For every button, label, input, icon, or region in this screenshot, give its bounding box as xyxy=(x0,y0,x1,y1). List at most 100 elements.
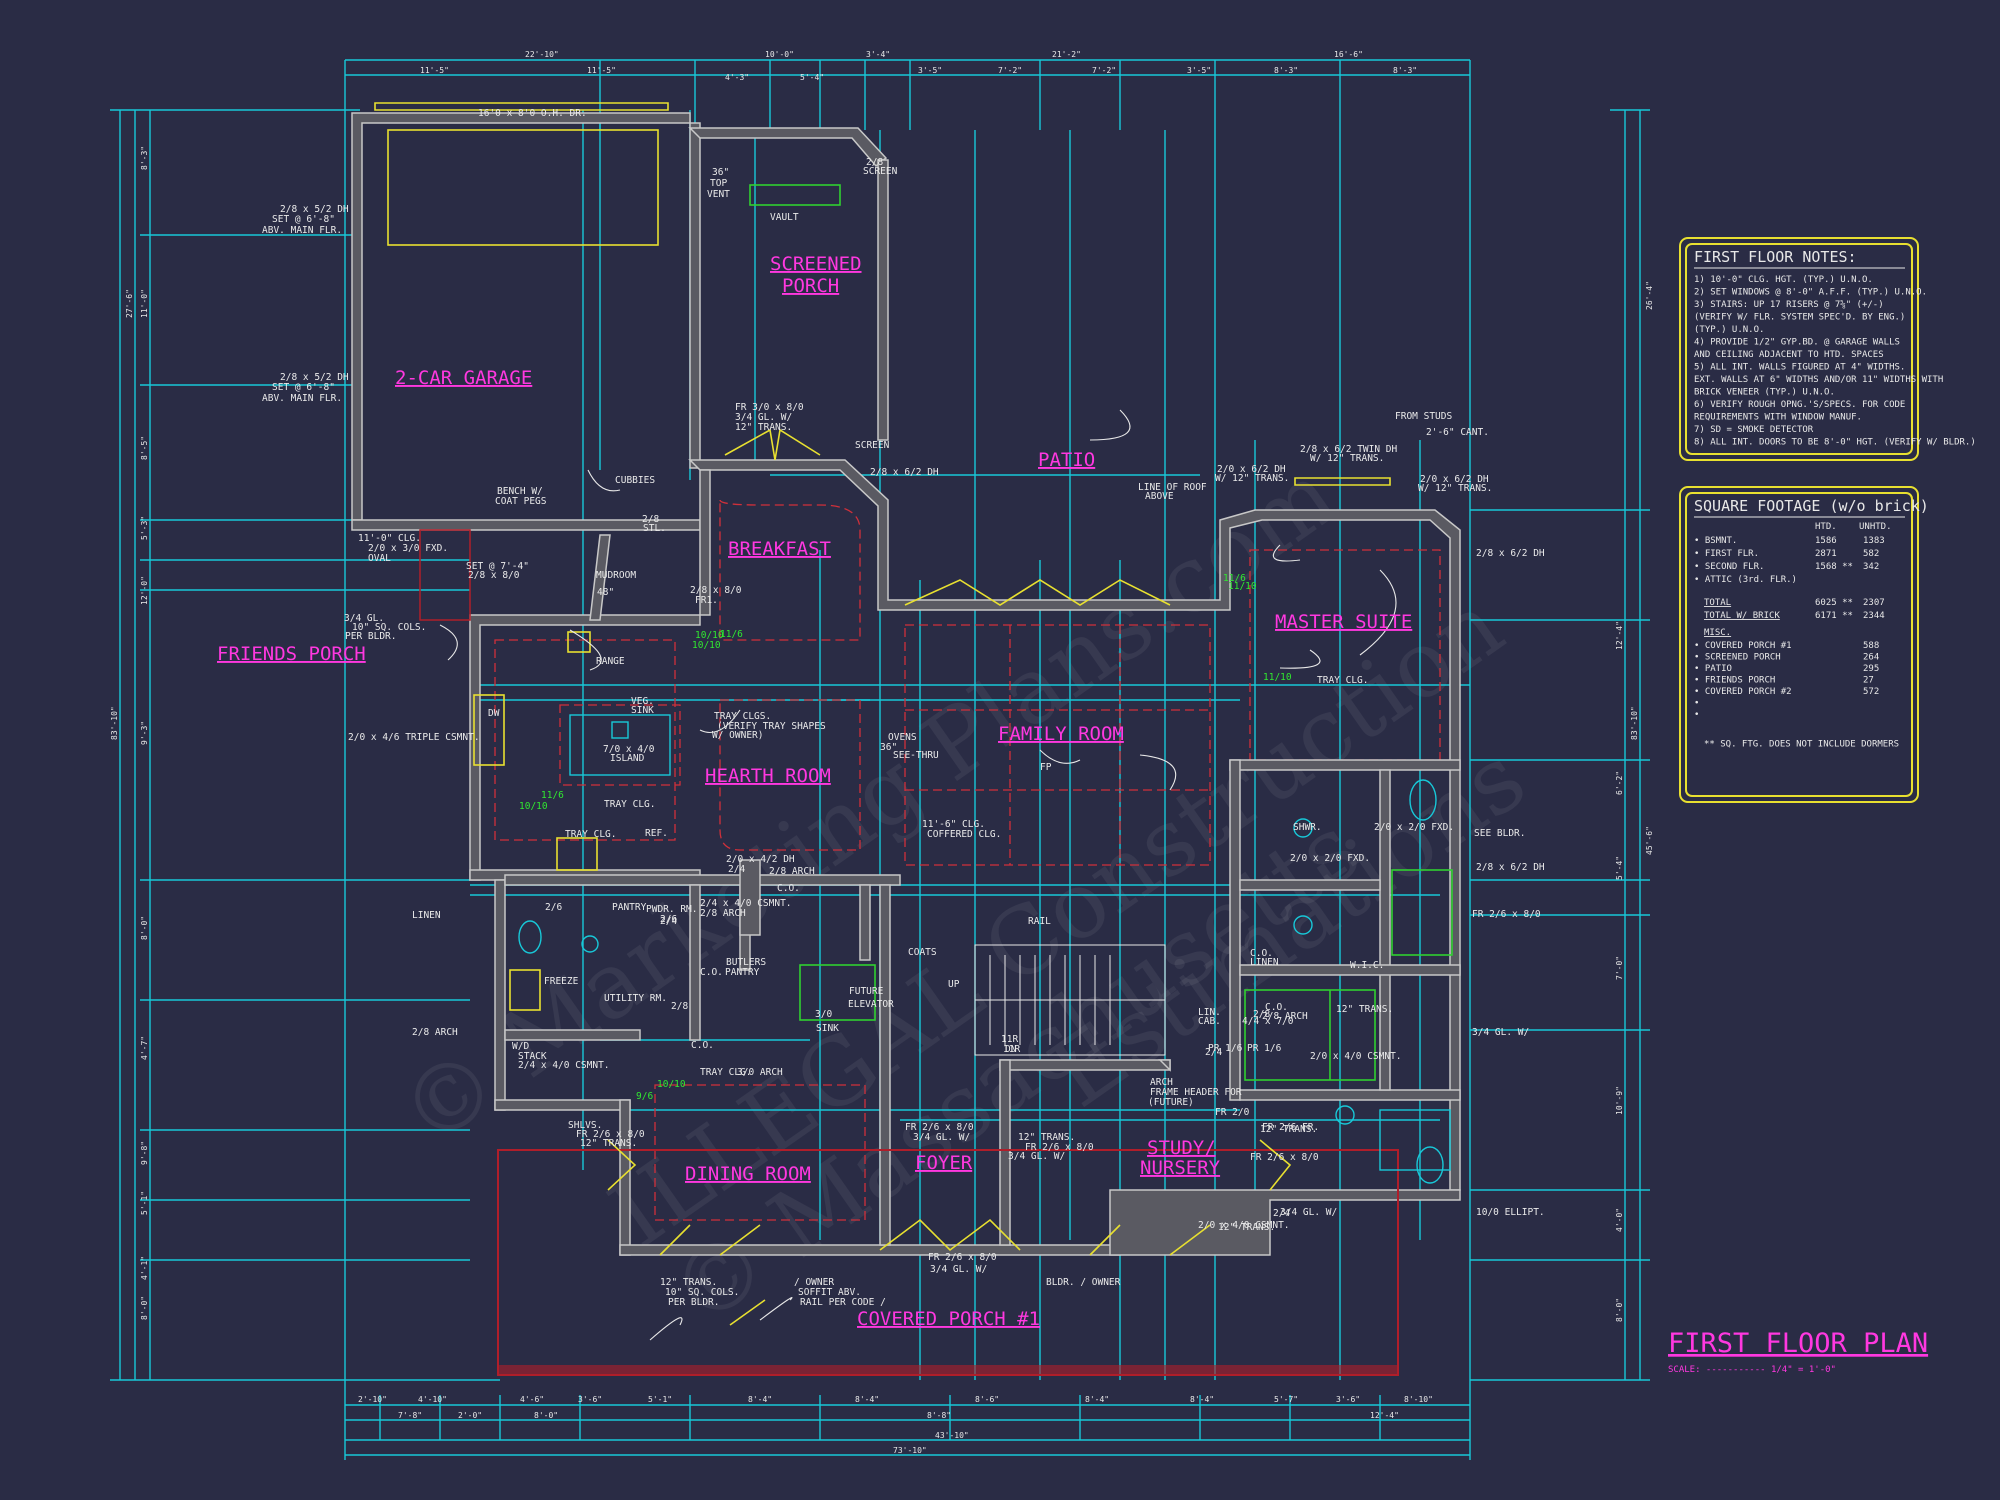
sqft-total-unhtd: 2307 xyxy=(1863,598,1885,608)
plan-note: 12" TRANS. xyxy=(735,422,792,433)
plan-note: SHLVS. xyxy=(568,1120,602,1131)
dimension-values: 22'-10"10'-0"3'-4"21'-2"16'-6"11'-5"11'-… xyxy=(110,50,1654,1455)
plan-note: PANTRY xyxy=(725,967,760,978)
plan-note: 12" TRANS. xyxy=(1260,1124,1317,1135)
plan-note: 2/4 x 4/0 CSMNT. xyxy=(518,1060,610,1071)
plan-note: BUTLERS xyxy=(726,957,766,968)
plan-note: TRAY CLG. xyxy=(1317,675,1368,686)
plan-note: BLDR. / OWNER xyxy=(1046,1277,1121,1288)
walls xyxy=(351,112,1461,1256)
doors-and-windows xyxy=(374,102,1391,1326)
sqft-misc-name: • PATIO xyxy=(1694,664,1732,674)
plan-note: 3/4 GL. W/ xyxy=(1472,1027,1529,1038)
notes-panel-item: AND CEILING ADJACENT TO HTD. SPACES xyxy=(1694,350,1884,360)
dimension-bottom: 73'-10" xyxy=(893,1446,927,1455)
dimension-left: 4'-1" xyxy=(140,1256,149,1280)
dimension-bottom: 5'-1" xyxy=(648,1395,672,1404)
plan-note: 12" TRANS. xyxy=(1018,1132,1075,1143)
plan-note: 3/4 GL. W/ xyxy=(930,1264,987,1275)
plan-note: SEE BLDR. xyxy=(1474,828,1525,839)
plan-note: 7/0 x 4/0 xyxy=(603,744,655,755)
ceiling-note: 11/6 xyxy=(1223,573,1246,584)
interior-elements xyxy=(749,184,1453,1081)
dimension-top: 11'-5" xyxy=(420,66,449,75)
plan-note: TRAY CLG. xyxy=(604,799,655,810)
room-label-patio: PATIO xyxy=(1038,449,1095,471)
room-label-foyer: FOYER xyxy=(915,1152,973,1174)
plan-note: (FUTURE) xyxy=(1148,1097,1194,1108)
sqft-total_brick: TOTAL W/ BRICK xyxy=(1704,611,1780,621)
plan-scale: SCALE: ----------- 1/4" = 1'-0" xyxy=(1668,1365,1836,1375)
plan-note: 2/8 xyxy=(642,514,659,525)
plan-note: 2/6 xyxy=(660,914,677,925)
square-footage-panel: SQUARE FOOTAGE (w/o brick) HTD. UNHTD. •… xyxy=(1679,486,1929,803)
plan-note: FR 2/6 x 8/0 xyxy=(1250,1152,1319,1163)
sqft-misc-val: 572 xyxy=(1863,687,1879,697)
ceiling-note: 10/10 xyxy=(519,801,548,812)
plan-note: ELEVATOR xyxy=(848,999,894,1010)
plan-note: 3/4 GL. W/ xyxy=(1280,1207,1337,1218)
dimension-top: 22'-10" xyxy=(525,50,559,59)
plan-note: 12" TRANS. xyxy=(580,1138,637,1149)
dimension-right: 7'-0" xyxy=(1615,956,1624,980)
dimension-top: 8'-3" xyxy=(1393,66,1417,75)
sqft-panel-title: SQUARE FOOTAGE (w/o brick) xyxy=(1694,497,1929,515)
plan-note: FR 2/6 x 8/0 xyxy=(576,1129,645,1140)
plan-note: MUDROOM xyxy=(596,570,636,581)
room-label-master-suite: MASTER SUITE xyxy=(1275,611,1412,633)
plan-note: 2/8 x 6/2 TWIN DH xyxy=(1300,444,1398,455)
dimension-left: 8'-0" xyxy=(140,1296,149,1320)
plan-note: FR 2/6 x 8/0 xyxy=(905,1122,974,1133)
plan-note: 2/6 xyxy=(545,902,562,913)
sqft-misc-title: MISC. xyxy=(1704,628,1731,638)
dimension-left: 12'-0" xyxy=(140,576,149,605)
fixtures xyxy=(518,714,1451,1184)
plan-note: C.O. xyxy=(777,883,800,894)
plan-note: 12" TRANS. xyxy=(1336,1004,1393,1015)
dimension-top: 11'-5" xyxy=(587,66,616,75)
room-label-screened: SCREENED xyxy=(770,253,862,275)
sqft-misc-val: 27 xyxy=(1863,676,1874,686)
dimension-left: 5'-3" xyxy=(140,516,149,540)
sqft-row-name: • ATTIC (3rd. FLR.) xyxy=(1694,575,1797,585)
room-labels: 2-CAR GARAGE SCREENED PORCH BREAKFAST PA… xyxy=(217,253,1412,1330)
plan-note: CAB. xyxy=(1198,1016,1221,1027)
dimension-top: 4'-3" xyxy=(725,73,749,82)
plan-note: SHWR. xyxy=(1293,822,1322,833)
plan-note: W/ 12" TRANS. xyxy=(1215,473,1289,484)
room-label-garage: 2-CAR GARAGE xyxy=(395,367,532,389)
room-label-dining-room: DINING ROOM xyxy=(685,1163,811,1185)
dimension-bottom: 43'-10" xyxy=(935,1431,969,1440)
plan-note: FR 2/6 x 8/0 xyxy=(928,1252,997,1263)
plan-note: PER BLDR. xyxy=(668,1297,719,1308)
sqft-row-htd: 2871 xyxy=(1815,549,1837,559)
plan-note: 12" TRANS. xyxy=(1218,1222,1275,1233)
ceiling-note: 11/6 xyxy=(720,629,743,640)
plan-note: SEE-THRU xyxy=(893,750,939,761)
room-label-study: STUDY/ xyxy=(1147,1137,1216,1159)
sqft-total_brick-htd: 6171 ** xyxy=(1815,611,1853,621)
dimension-right: 10'-9" xyxy=(1615,1086,1624,1115)
plan-note: ISLAND xyxy=(610,753,645,764)
plan-note: 2/8 ARCH xyxy=(412,1027,458,1038)
plan-note: 36" xyxy=(880,742,897,753)
plan-note: LINEN xyxy=(412,910,441,921)
sqft-misc-val: 295 xyxy=(1863,664,1879,674)
dimension-right: 26'-4" xyxy=(1645,281,1654,310)
porches xyxy=(419,529,1399,1376)
sqft-misc-name: • xyxy=(1694,699,1699,709)
dimension-left: 8'-5" xyxy=(140,436,149,460)
notes-panel-item: 5) ALL INT. WALLS FIGURED AT 4" WIDTHS. xyxy=(1694,363,1905,373)
plan-note: FREEZE xyxy=(544,976,579,987)
ceiling-note: 10/10 xyxy=(657,1079,686,1090)
plan-note: LINE OF ROOF xyxy=(1138,482,1207,493)
plan-note: W.I.C. xyxy=(1350,960,1384,971)
dimension-top: 16'-6" xyxy=(1334,50,1363,59)
plan-note: 2/4 x 4/0 CSMNT. xyxy=(700,898,792,909)
plan-note: 2'-6" CANT. xyxy=(1426,427,1489,438)
plan-note: COATS xyxy=(908,947,937,958)
dimension-left: 27'-6" xyxy=(125,289,134,318)
